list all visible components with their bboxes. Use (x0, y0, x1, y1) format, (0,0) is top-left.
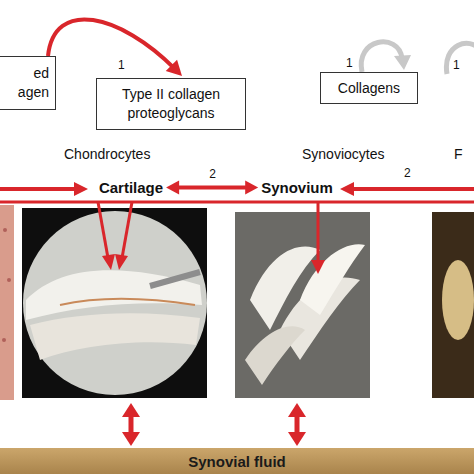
cell-label: Chondrocytes (64, 146, 150, 162)
leader-line (317, 202, 320, 262)
arrow-head (311, 260, 325, 274)
leader-line (98, 202, 108, 258)
leader-line (122, 202, 132, 258)
leader-line (0, 201, 474, 204)
connector-line (48, 19, 175, 68)
arthroscopy-photo (22, 208, 207, 398)
node-text: ed agen (18, 64, 49, 102)
arrow-head (245, 181, 258, 195)
connector-line (177, 186, 247, 190)
tissue-photo (432, 212, 474, 398)
flow-arrow (0, 187, 76, 191)
probe-instrument (150, 272, 200, 286)
arrow-head (288, 403, 306, 417)
arrow-head (74, 182, 88, 196)
process-box: Type II collagen proteoglycans (96, 78, 246, 130)
synovium-photo (235, 212, 370, 398)
exchange-arrow (350, 187, 474, 191)
histology-dot (3, 228, 7, 232)
tissue-heading: Cartilage (99, 179, 163, 196)
node-text: Synovial fluid (188, 453, 286, 470)
connector-line (295, 415, 300, 434)
process-box: Collagens (320, 72, 418, 104)
connector-arrow (288, 403, 306, 446)
cartilage-surface (30, 313, 200, 360)
arrow-head (122, 432, 140, 446)
cell-label: Synoviocytes (302, 146, 384, 162)
callout-number: 1 (453, 58, 460, 72)
arrow-head (166, 60, 182, 76)
synovial-frond (300, 244, 365, 315)
callout-number: 1 (118, 58, 125, 72)
arrow-head (102, 254, 115, 270)
histology-photo (0, 205, 14, 400)
tissue-detail (442, 260, 474, 340)
callout-number: 1 (346, 56, 353, 70)
connector-arrow (48, 19, 182, 76)
arrow-head (122, 403, 140, 417)
arrow-head (288, 432, 306, 446)
callout-number: 2 (404, 166, 411, 180)
histology-dot (2, 338, 6, 342)
node-text: Type II collagen proteoglycans (115, 85, 227, 123)
self-arrow (446, 43, 474, 74)
connector-arrow (122, 403, 140, 446)
cartilage-surface (26, 270, 202, 320)
arrow-head (115, 254, 128, 270)
synovial-frond (245, 326, 305, 385)
tissue-heading: Synovium (261, 179, 333, 196)
cartilage-edge (60, 299, 195, 305)
arrow-head (394, 55, 411, 70)
arthroscopy-view (23, 211, 207, 395)
arrow-head (166, 181, 179, 195)
connector-line (128, 415, 133, 434)
fluid-band: Synovial fluid (0, 448, 474, 474)
tissue-panel: Cartilage (22, 176, 208, 400)
callout-number: 2 (209, 167, 216, 181)
node-text: Collagens (338, 79, 400, 98)
histology-dot (7, 278, 11, 282)
tissue-panel: Synovium (235, 176, 375, 400)
connector-arrow (166, 181, 258, 195)
arrow-head (340, 182, 354, 196)
process-box: ed agen (0, 56, 56, 110)
cell-label: F (454, 146, 463, 162)
